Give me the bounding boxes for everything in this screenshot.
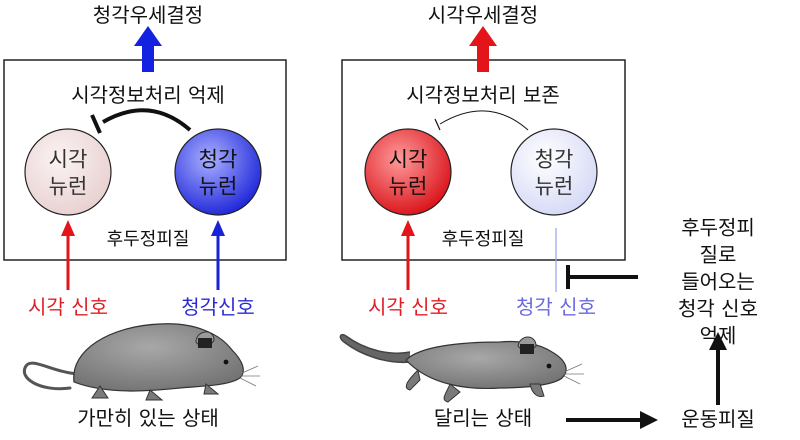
left-visual-signal-label: 시각 신호: [28, 295, 108, 319]
right-output-label: 시각우세결정: [427, 3, 539, 27]
inhibition-note-label: 후두정피질로 들어오는 청각 신호 억제: [678, 215, 758, 348]
resting-state-label: 가만히 있는 상태: [77, 406, 219, 430]
motor-cortex-up-arrow: [709, 332, 727, 405]
left-output-label: 청각우세결정: [92, 3, 204, 27]
left-auditory-neuron-label: 청각 뉴런: [198, 147, 238, 199]
right-auditory-neuron: [510, 128, 598, 216]
right-box-title: 시각정보처리 보존: [406, 83, 560, 107]
left-box-title: 시각정보처리 억제: [71, 83, 225, 107]
left-visual-neuron: [24, 128, 112, 216]
right-auditory-signal-label: 청각 신호: [516, 295, 596, 319]
resting-mouse-illustration: [22, 323, 260, 401]
left-output-arrow: [134, 26, 162, 72]
right-visual-input-arrow: [401, 220, 415, 290]
motor-cortex-label: 운동피질: [681, 407, 755, 431]
left-inhibition-curve: [102, 108, 192, 132]
auditory-inhibition-bar: [566, 265, 638, 289]
right-auditory-neuron-label: 청각 뉴런: [534, 147, 574, 199]
running-to-motor-arrow: [566, 411, 658, 429]
left-auditory-signal-label: 청각신호: [181, 295, 255, 319]
left-visual-neuron-label: 시각 뉴런: [48, 147, 88, 199]
right-visual-neuron-label: 시각 뉴런: [388, 147, 428, 199]
right-output-arrow: [469, 26, 497, 72]
right-cortex-label: 후두정피질: [441, 229, 525, 250]
right-visual-neuron: [364, 128, 452, 216]
running-state-label: 달리는 상태: [433, 406, 533, 430]
left-auditory-input-arrow: [211, 220, 225, 290]
right-visual-signal-label: 시각 신호: [368, 295, 448, 319]
left-cortex-label: 후두정피질: [106, 229, 190, 250]
left-auditory-neuron: [174, 128, 262, 216]
right-inhibition-curve: [439, 110, 529, 131]
running-mouse-illustration: [339, 333, 584, 403]
left-visual-input-arrow: [61, 220, 75, 290]
